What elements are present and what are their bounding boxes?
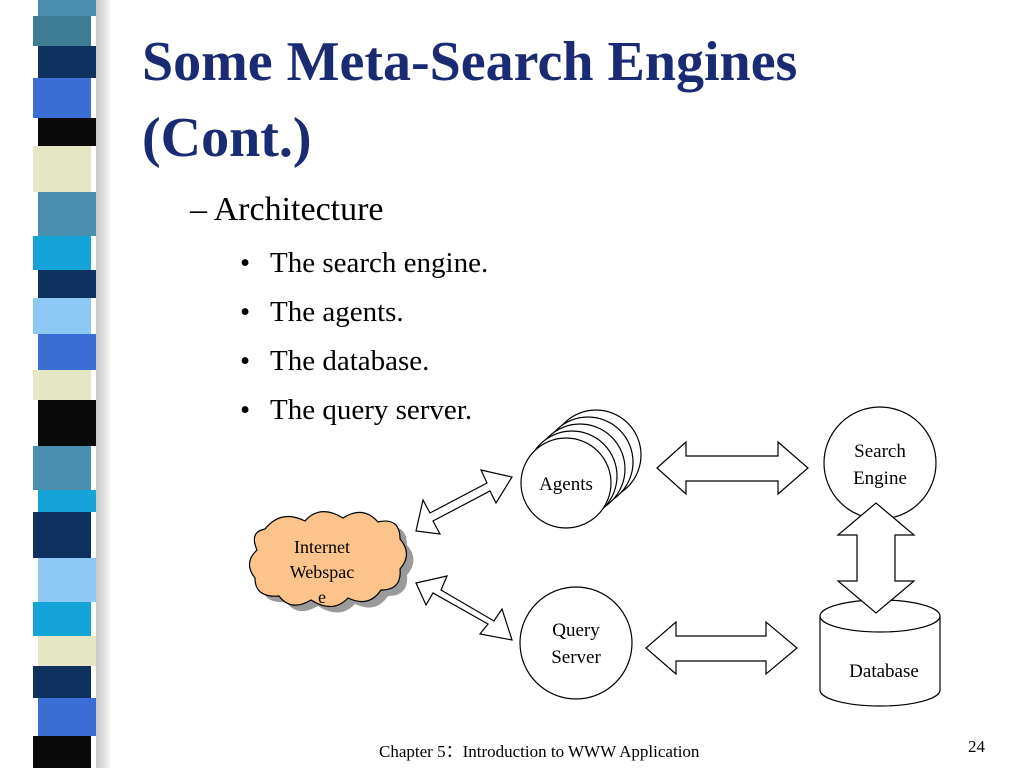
bullet-item: •The database. xyxy=(240,345,430,377)
database-label: Database xyxy=(849,661,919,682)
stripe-shadow xyxy=(96,0,110,768)
bullet-item: •The agents. xyxy=(240,296,404,328)
decorative-stripe xyxy=(33,0,96,768)
internet-label: Webspac xyxy=(290,562,355,582)
title-line-2: (Cont.) xyxy=(142,107,312,169)
database-cylinder xyxy=(819,616,941,707)
bullet-text: The database. xyxy=(270,345,430,377)
double-arrow-search-database xyxy=(836,502,916,614)
double-arrow-internet-query xyxy=(415,575,513,641)
heading-architecture: – Architecture xyxy=(190,191,384,228)
bullet-text: The query server. xyxy=(270,394,473,426)
search-engine-circle xyxy=(823,406,937,520)
page-number: 24 xyxy=(968,737,985,756)
footer-chapter: Chapter 5：Introduction to WWW Applicatio… xyxy=(379,742,700,761)
internet-label: Internet xyxy=(294,537,350,557)
slide-title: Some Meta-Search Engines (Cont.) xyxy=(142,24,1002,176)
query-server-label: Server xyxy=(551,647,601,668)
internet-label: e xyxy=(318,587,326,607)
search-engine-label: Search xyxy=(854,441,906,462)
agent-circle-front xyxy=(520,437,612,529)
bullet-text: The agents. xyxy=(270,296,404,328)
bullet-item: •The search engine. xyxy=(240,247,489,279)
search-engine-label: Engine xyxy=(853,468,907,489)
double-arrow-query-database xyxy=(645,620,798,676)
bullet-text: The search engine. xyxy=(270,247,489,279)
internet-cloud xyxy=(248,511,408,608)
query-server-label: Query xyxy=(552,620,600,641)
bullet-item: •The query server. xyxy=(240,394,473,426)
double-arrow-agents-search xyxy=(656,440,809,496)
agents-label: Agents xyxy=(539,474,593,495)
double-arrow-internet-agents xyxy=(415,469,513,535)
query-server-circle xyxy=(519,586,633,700)
title-line-1: Some Meta-Search Engines xyxy=(142,31,798,93)
